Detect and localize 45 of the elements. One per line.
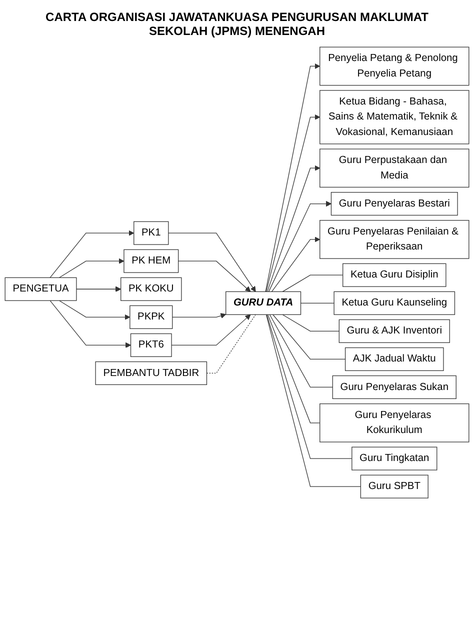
arrow	[50, 300, 131, 348]
node-box: Ketua Guru Kaunseling	[334, 291, 456, 315]
chart-title: CARTA ORGANISASI JAWATANKUASA PENGURUSAN MAKLUMAT SEKOLAH (JPMS) MENENGAH	[44, 9, 430, 40]
arrow	[172, 313, 226, 318]
node-box: Guru Penyelaras Kokurikulum	[320, 403, 470, 442]
node-box: Penyelia Petang & Penolong Penyelia Petang	[320, 46, 470, 86]
connector	[266, 314, 361, 487]
node-box: Ketua Guru Disiplin	[342, 263, 446, 287]
arrow	[265, 63, 320, 292]
arrow	[171, 314, 251, 346]
arrow	[178, 260, 251, 292]
connector	[267, 314, 320, 424]
node-box: Guru Penyelaras Sukan	[332, 375, 456, 399]
connector	[206, 314, 256, 374]
arrow	[268, 200, 332, 292]
node-box: Guru Tingkatan	[352, 446, 438, 470]
node-box: PEMBANTU TADBIR	[95, 361, 208, 385]
arrow	[266, 114, 320, 292]
arrow	[76, 286, 122, 292]
node-box: PK1	[134, 221, 169, 245]
node-box: PKPK	[130, 305, 173, 329]
connector	[269, 314, 333, 388]
node-box: PK KOKU	[120, 277, 182, 301]
node-box: PENGETUA	[4, 277, 77, 301]
node-box: PKT6	[130, 333, 172, 357]
node-box: Guru Penyelaras Bestari	[330, 192, 458, 216]
connector	[272, 314, 346, 360]
node-box: AJK Jadual Waktu	[344, 347, 444, 371]
arrow	[58, 300, 130, 320]
connector	[300, 302, 334, 304]
arrow	[266, 165, 320, 292]
arrow	[271, 236, 320, 292]
arrow	[168, 232, 256, 292]
connector	[282, 314, 340, 332]
arrow	[58, 258, 124, 278]
node-box: PK HEM	[124, 249, 179, 273]
node-box: Ketua Bidang - Bahasa, Sains & Matematik, Teknik & Vokasional, Kemanusiaan	[320, 90, 470, 144]
arrow	[50, 230, 134, 278]
connector	[282, 274, 344, 292]
node-box: Guru Penyelaras Penilaian & Peperiksaan	[320, 220, 470, 259]
node-box: GURU DATA	[226, 291, 302, 315]
node-box: Guru SPBT	[360, 474, 428, 498]
node-box: Guru & AJK Inventori	[338, 319, 450, 343]
node-box: Guru Perpustakaan dan Media	[320, 148, 470, 188]
connector	[266, 314, 352, 459]
